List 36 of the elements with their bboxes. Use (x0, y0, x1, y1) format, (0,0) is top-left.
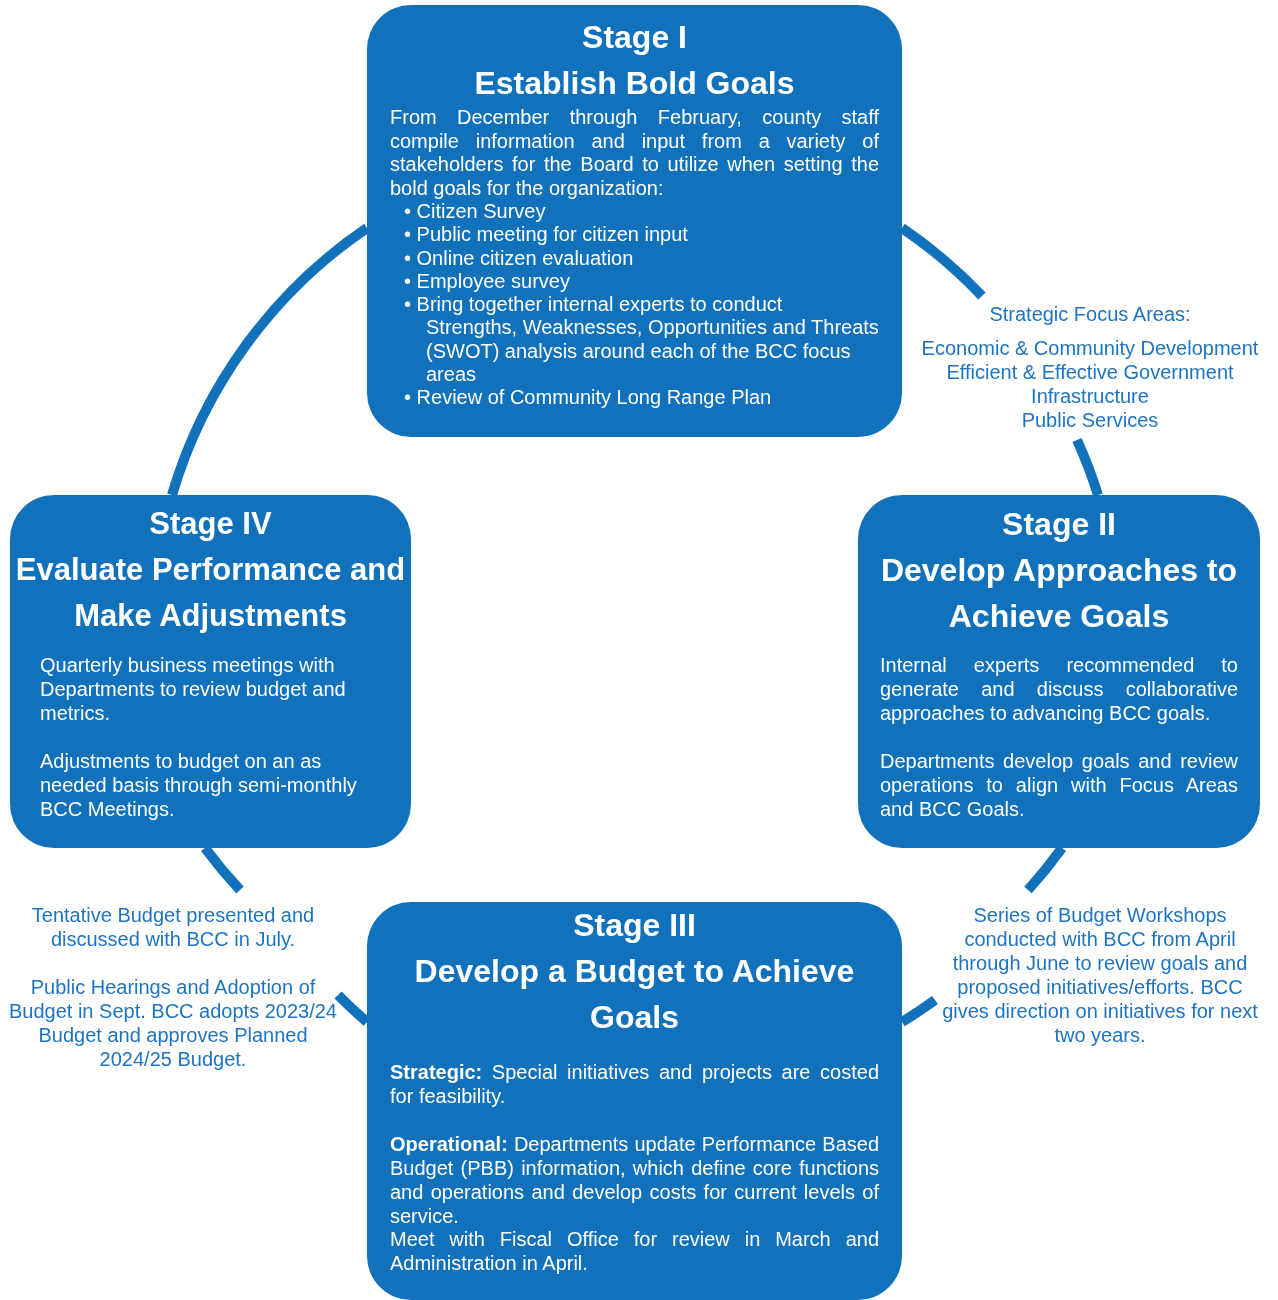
bullet-item: • Citizen Survey (403, 200, 547, 224)
description-text: Adjustments to budget on an as needed basis through semi-monthly BCC Meetings. (40, 749, 358, 821)
stage-box (367, 902, 902, 1300)
description-text: Operational: Departments update Performance Based Budget (PBB) information, which define core functions and operations and develop costs for current levels of service. (390, 1132, 879, 1228)
note-text: Series of Budget Workshops conducted with BCC from April through June to review goals and proposed initiatives/efforts. BCC gives direction on initiatives for next two years. (941, 903, 1259, 1047)
stage-box (858, 495, 1260, 848)
description-text: From December through February, county staff compile information and input from a variety of stakeholders for the Board to utilize when setting the bold goals for the organization: (390, 106, 879, 200)
stage-box (10, 495, 411, 848)
stage-heading: Evaluate Performance and Make Adjustments (14, 551, 407, 635)
note-text: Tentative Budget presented and discussed with BCC in July. (30, 903, 316, 951)
stage-heading: Establish Bold Goals (473, 64, 796, 103)
note-text: Economic & Community Development (920, 336, 1260, 360)
stage-heading: Stage II (1001, 505, 1117, 544)
bullet-item: • Review of Community Long Range Plan (403, 386, 773, 410)
stage-heading: Stage III (572, 906, 697, 945)
bullet-item: • Online citizen evaluation (403, 246, 635, 270)
bullet-item: • Bring together internal experts to conduct Strengths, Weaknesses, Opportunities and Threats (SWOT) analysis around each of the BCC focus areas (403, 293, 879, 387)
stage-heading: Stage I (581, 18, 688, 57)
stage-box (367, 5, 902, 437)
connector-arc (1024, 845, 1066, 894)
description-text: Quarterly business meetings with Departments to review budget and metrics. (40, 653, 347, 725)
description-text: Departments develop goals and review operations to align with Focus Areas and BCC Goals. (880, 749, 1238, 821)
stage-heading: Develop a Budget to Achieve Goals (413, 952, 856, 1037)
note-text: Infrastructure (1030, 384, 1150, 408)
note-text: Efficient & Effective Government (945, 360, 1235, 384)
note-text: Public Services (1020, 408, 1160, 432)
note-heading: Strategic Focus Areas: (988, 302, 1192, 326)
bullet-item: • Employee survey (403, 269, 571, 294)
stage-heading: Stage IV (148, 505, 273, 543)
note-text: Public Hearings and Adoption of Budget in Sept. BCC adopts 2023/24 Budget and approves Planned 2024/25 Budget. (8, 975, 338, 1071)
description-text: Internal experts recommended to generate and discuss collaborative approaches to advancing BCC goals. (880, 653, 1238, 725)
bullet-item: • Public meeting for citizen input (403, 223, 689, 247)
description-text: Meet with Fiscal Office for review in March and Administration in April. (390, 1228, 879, 1275)
description-text: Strategic: Special initiatives and projects are costed for feasibility. (390, 1060, 879, 1108)
stage-heading: Develop Approaches to Achieve Goals (880, 551, 1238, 636)
connector-arc (1072, 438, 1103, 497)
